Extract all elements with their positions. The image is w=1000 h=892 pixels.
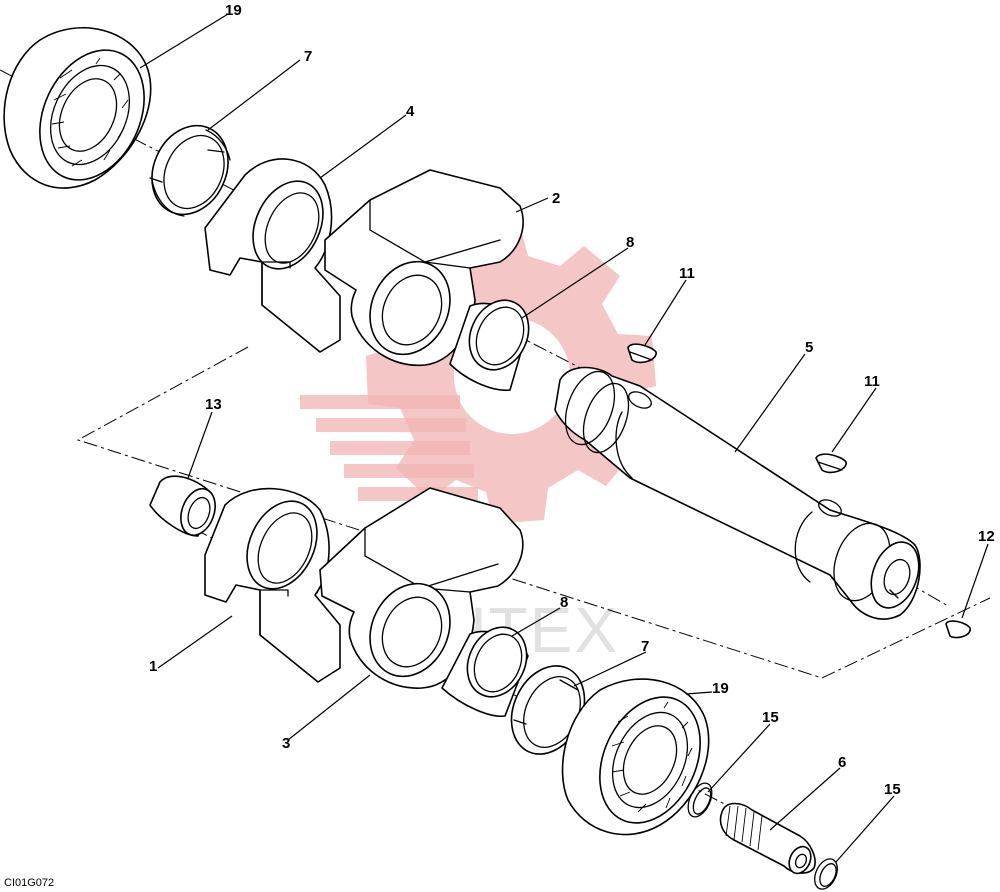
callout-labels: 19 7 4 2 8 11 5 11 12 13 1 8 7 19 3 15 6…	[149, 2, 995, 798]
callout-15-lower: 15	[884, 781, 901, 798]
sleeve-8-upper	[449, 299, 530, 392]
callout-4: 4	[406, 103, 415, 120]
bearing-19-upper	[3, 27, 152, 189]
callout-7-lower: 7	[641, 638, 649, 655]
arm-3	[319, 487, 524, 689]
arm-2	[324, 169, 524, 366]
callout-15-upper: 15	[762, 709, 779, 726]
snap-ring-15-lower	[814, 858, 838, 890]
housing-4	[204, 158, 341, 353]
callout-5: 5	[805, 339, 813, 356]
callout-11-lower: 11	[864, 373, 880, 390]
bushing-13	[149, 475, 216, 537]
callout-13: 13	[205, 396, 222, 413]
callout-1: 1	[149, 658, 157, 675]
sleeve-8-lower	[441, 626, 529, 717]
callout-19-upper: 19	[225, 2, 242, 19]
housing-1	[204, 487, 341, 683]
callout-19-lower: 19	[712, 680, 729, 697]
callout-7-upper: 7	[304, 48, 312, 65]
bearing-19-lower	[561, 678, 710, 836]
key-12	[945, 620, 971, 639]
callout-8-lower: 8	[560, 594, 568, 611]
key-11-lower	[815, 453, 847, 474]
leader-lines	[139, 13, 989, 863]
callout-3: 3	[282, 735, 290, 752]
shaft-5	[554, 366, 921, 620]
ring-7-upper	[149, 124, 231, 217]
callout-11-upper: 11	[679, 265, 695, 282]
callout-2: 2	[552, 190, 560, 207]
callout-12: 12	[978, 528, 995, 545]
key-11-upper	[627, 343, 657, 364]
splined-shaft-6	[719, 802, 816, 875]
snap-ring-15-upper	[687, 782, 713, 818]
callout-8-upper: 8	[626, 234, 634, 251]
callout-6: 6	[838, 754, 846, 771]
drawing-code: CI01G072	[4, 877, 54, 889]
